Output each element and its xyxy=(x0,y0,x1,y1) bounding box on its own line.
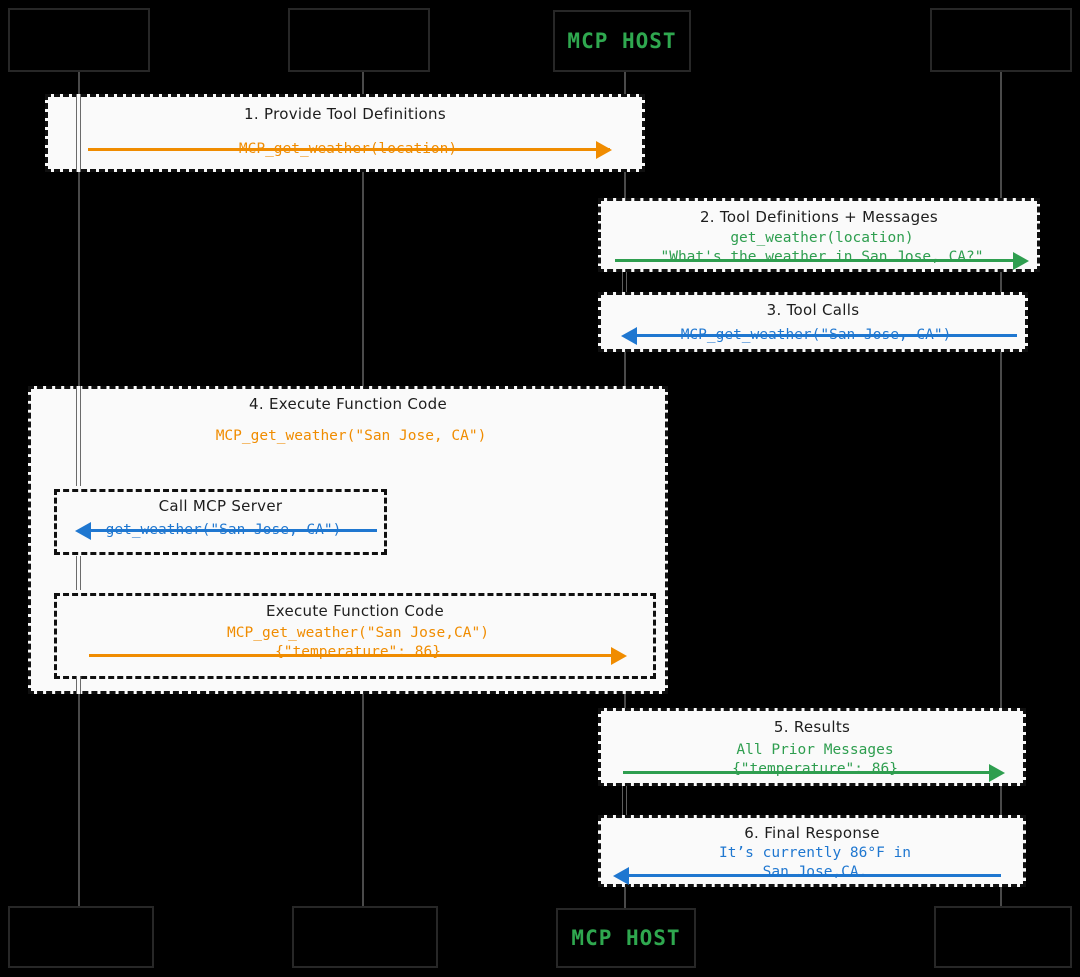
activation-bar-p1-step4-mid xyxy=(76,556,81,590)
subnote-step-4b[interactable]: Execute Function Code MCP_get_weather("S… xyxy=(54,593,656,679)
message-label-step-2-line2: "What's the weather in San Jose, CA?" xyxy=(660,249,984,265)
message-line-step-6 xyxy=(629,874,1001,877)
participant-box-top-2[interactable] xyxy=(288,8,430,72)
arrowhead-left-step-4a xyxy=(75,522,91,540)
subnote-step-4a[interactable]: Call MCP Server get_weather("San Jose, C… xyxy=(54,489,387,555)
message-label-step-4b-line1: MCP_get_weather("San Jose,CA") xyxy=(227,625,489,641)
message-label-step-4: MCP_get_weather("San Jose, CA") xyxy=(215,428,487,444)
participant-label-bottom-3: MCP HOST xyxy=(571,926,681,950)
note-step-1[interactable]: 1. Provide Tool Definitions MCP_get_weat… xyxy=(45,94,645,172)
participant-box-bottom-4[interactable] xyxy=(934,906,1072,968)
message-label-step-3: MCP_get_weather("San Jose, CA") xyxy=(680,327,952,343)
message-step-2: get_weather(location) "What's the weathe… xyxy=(601,229,1043,273)
message-step-1: MCP_get_weather(location) xyxy=(48,137,648,163)
message-line-step-5 xyxy=(623,771,999,774)
message-line-step-4b xyxy=(89,654,617,657)
note-title-step-4b: Execute Function Code xyxy=(265,602,445,620)
participant-label-top-3: MCP HOST xyxy=(567,29,677,53)
message-line-step-3 xyxy=(637,334,1017,337)
message-label-step-2-line1: get_weather(location) xyxy=(730,230,914,246)
message-label-step-5-line1: All Prior Messages xyxy=(736,742,894,758)
note-step-5[interactable]: 5. Results All Prior Messages {"temperat… xyxy=(598,708,1026,786)
message-label-step-6-line1: It’s currently 86°F in xyxy=(718,845,912,861)
note-step-3[interactable]: 3. Tool Calls MCP_get_weather("San Jose,… xyxy=(598,292,1028,352)
activation-bar-p1-step4-bottom xyxy=(76,676,81,694)
arrowhead-right-step-4b xyxy=(611,647,627,665)
message-step-4a: get_weather("San Jose, CA") xyxy=(57,518,390,544)
participant-box-top-3[interactable]: MCP HOST xyxy=(553,10,691,72)
message-step-4b: MCP_get_weather("San Jose,CA") {"tempera… xyxy=(57,624,659,668)
note-title-step-6: 6. Final Response xyxy=(744,824,880,842)
message-label-step-4a: get_weather("San Jose, CA") xyxy=(105,522,342,538)
participant-box-bottom-2[interactable] xyxy=(292,906,438,968)
lifeline-4 xyxy=(1000,72,1002,908)
activation-bar-p1-step4-top xyxy=(76,386,81,486)
note-title-step-4a: Call MCP Server xyxy=(158,497,283,515)
arrowhead-left-step-3 xyxy=(621,327,637,345)
arrowhead-right-step-1 xyxy=(596,141,612,159)
message-label-step-5-line2: {"temperature": 86} xyxy=(732,761,898,777)
participant-box-top-4[interactable] xyxy=(930,8,1072,72)
note-title-step-1: 1. Provide Tool Definitions xyxy=(244,105,446,123)
message-step-5: All Prior Messages {"temperature": 86} xyxy=(601,741,1029,785)
message-label-step-4b-line2: {"temperature": 86} xyxy=(275,644,441,660)
message-line-step-2 xyxy=(615,259,1019,262)
note-step-6[interactable]: 6. Final Response It’s currently 86°F in… xyxy=(598,815,1026,887)
activation-bar-p3-step2 xyxy=(622,272,627,292)
note-title-step-4: 4. Execute Function Code xyxy=(248,395,447,413)
participant-box-top-1[interactable] xyxy=(8,8,150,72)
message-label-step-6-line2: San Jose,CA. xyxy=(762,864,868,880)
message-line-step-1 xyxy=(88,148,610,151)
message-step-3: MCP_get_weather("San Jose, CA") xyxy=(601,323,1031,349)
arrowhead-left-step-6 xyxy=(613,867,629,885)
participant-box-bottom-3[interactable]: MCP HOST xyxy=(556,908,696,968)
message-step-6: It’s currently 86°F in San Jose,CA. xyxy=(601,844,1029,888)
arrowhead-right-step-2 xyxy=(1013,252,1029,270)
message-step-4: MCP_get_weather("San Jose, CA") xyxy=(31,425,671,449)
note-step-2[interactable]: 2. Tool Definitions + Messages get_weath… xyxy=(598,198,1040,272)
note-step-4[interactable]: 4. Execute Function Code MCP_get_weather… xyxy=(28,386,668,694)
activation-bar-p1-step1 xyxy=(76,94,81,172)
activation-bar-p3-step5 xyxy=(622,786,627,815)
note-title-step-5: 5. Results xyxy=(773,718,851,736)
note-title-step-3: 3. Tool Calls xyxy=(766,301,860,319)
message-line-step-4a xyxy=(91,529,377,532)
message-label-step-1: MCP_get_weather(location) xyxy=(238,141,458,157)
note-title-step-2: 2. Tool Definitions + Messages xyxy=(699,208,939,226)
arrowhead-right-step-5 xyxy=(989,764,1005,782)
participant-box-bottom-1[interactable] xyxy=(8,906,154,968)
